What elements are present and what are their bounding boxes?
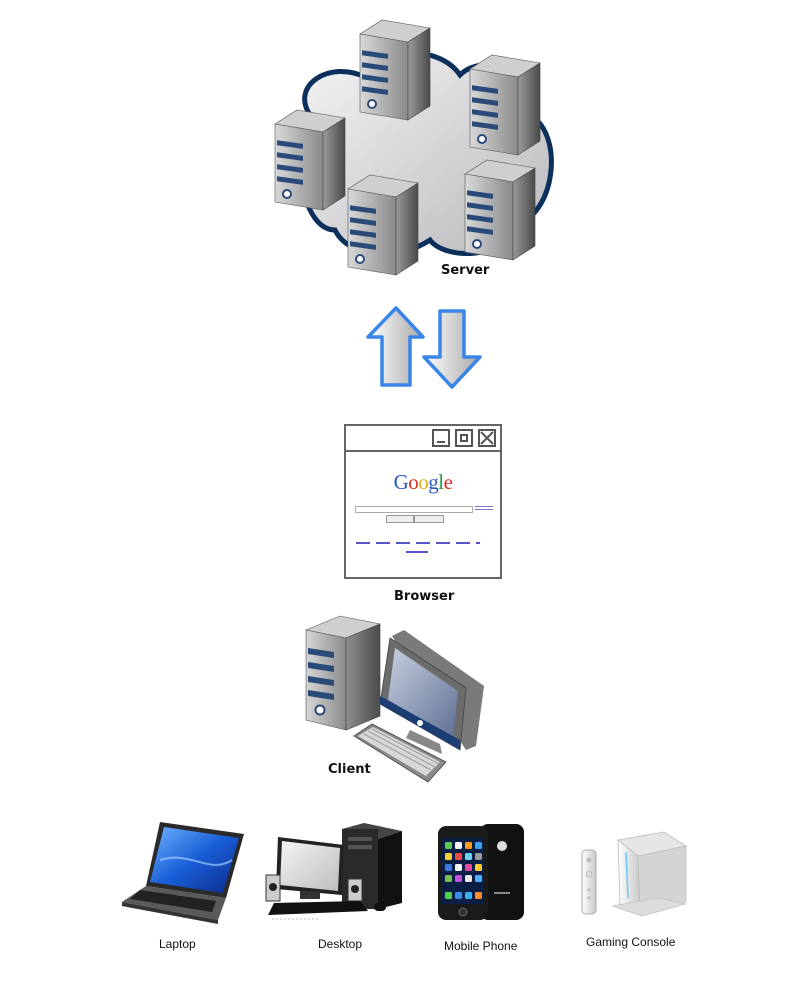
search-button xyxy=(386,515,414,523)
maximize-icon xyxy=(455,429,473,447)
mobile-phone-label: Mobile Phone xyxy=(444,939,518,953)
server-icon-5 xyxy=(347,174,419,276)
server-label: Server xyxy=(441,263,490,278)
server-icon-3 xyxy=(274,109,346,211)
server-icon-4 xyxy=(464,159,536,261)
arrow-up-icon xyxy=(366,306,425,387)
gaming-console-label: Gaming Console xyxy=(586,935,676,949)
search-logo: Google xyxy=(346,470,500,495)
browser-label: Browser xyxy=(394,589,455,604)
logo-letter: o xyxy=(408,470,419,494)
footer-copyright xyxy=(406,551,428,553)
app-grid-icon xyxy=(445,842,482,899)
client-computer xyxy=(300,612,490,787)
client-keyboard-icon xyxy=(353,723,447,783)
server-icon-1 xyxy=(359,19,431,121)
gaming-console-icon xyxy=(578,828,690,918)
search-side-links xyxy=(475,506,493,512)
arrow-down-icon xyxy=(422,309,482,389)
close-icon xyxy=(478,429,496,447)
logo-letter: e xyxy=(443,470,453,494)
desktop-icon xyxy=(264,823,408,923)
mobile-phone-icon xyxy=(436,822,530,922)
client-tower-icon xyxy=(304,615,382,731)
laptop-label: Laptop xyxy=(159,937,196,951)
minimize-icon xyxy=(432,429,450,447)
logo-letter: l xyxy=(438,470,444,494)
footer-links xyxy=(356,542,480,544)
logo-letter: o xyxy=(418,470,429,494)
client-label: Client xyxy=(328,762,371,777)
browser-titlebar xyxy=(346,426,500,452)
lucky-button xyxy=(414,515,444,523)
laptop-icon xyxy=(120,820,248,924)
browser-window: Google xyxy=(344,424,502,579)
data-exchange-arrows xyxy=(362,305,488,391)
server-icon-2 xyxy=(469,54,541,156)
search-input xyxy=(355,506,473,513)
controller-icon xyxy=(581,849,597,915)
desktop-label: Desktop xyxy=(318,937,363,951)
logo-letter: G xyxy=(393,470,409,494)
client-monitor-icon xyxy=(379,630,484,754)
server-cloud-graphic xyxy=(274,19,554,276)
server-cloud-group xyxy=(270,15,560,285)
logo-letter: g xyxy=(428,470,439,494)
